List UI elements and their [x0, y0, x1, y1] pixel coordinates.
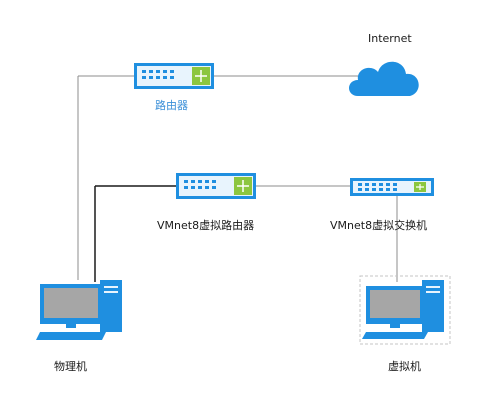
router-label: 路由器: [155, 99, 188, 112]
internet-label: Internet: [368, 32, 412, 45]
cloud-icon: [349, 61, 419, 96]
connections: [77, 75, 398, 282]
vmnet8-switch-icon: [350, 178, 434, 196]
virtual-computer-icon: [359, 275, 451, 345]
vmnet8-router-icon: [176, 173, 256, 199]
vmnet8-switch-label: VMnet8虚拟交换机: [330, 219, 428, 232]
vmnet8-router-label: VMnet8虚拟路由器: [157, 219, 255, 232]
virtual-machine-label: 虚拟机: [388, 360, 421, 373]
physical-computer-icon: [36, 280, 122, 340]
physical-machine-label: 物理机: [54, 360, 87, 373]
router-icon: [134, 63, 214, 89]
